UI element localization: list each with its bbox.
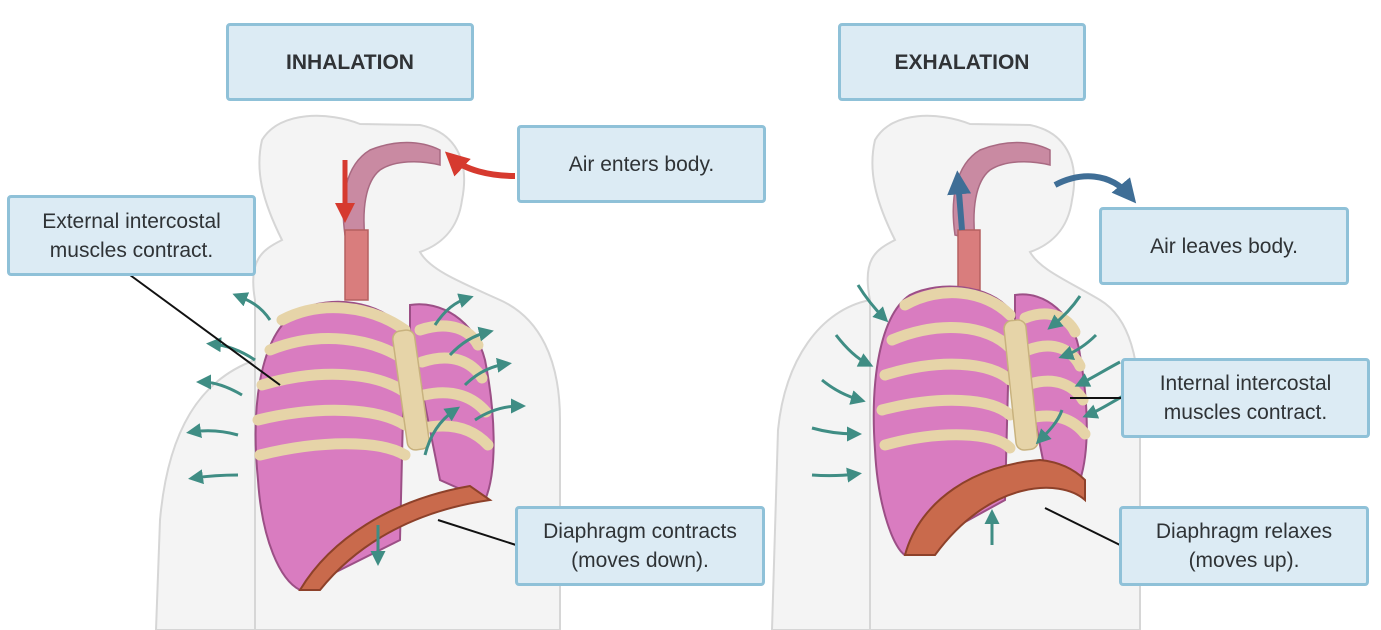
diaphragm-contracts-line1: Diaphragm contracts xyxy=(543,520,737,543)
chest-compression-arrows xyxy=(811,284,1126,483)
external-intercostal-line1: External intercostal xyxy=(42,209,221,233)
diaphragm-relaxes-line2: (moves up). xyxy=(1188,549,1300,572)
sternum-left xyxy=(392,329,430,451)
air-exhale-arrow xyxy=(1053,173,1137,204)
leader-diaphragm-relaxes xyxy=(1044,507,1121,546)
diaphragm-relaxes-label: Diaphragm relaxes (moves up). xyxy=(1119,506,1369,586)
diaphragm-relaxed xyxy=(903,458,1086,556)
trachea-left xyxy=(344,229,369,301)
air-enters-text: Air enters body. xyxy=(568,152,715,176)
exhalation-figure xyxy=(770,114,1141,630)
sternum-right xyxy=(1003,319,1039,451)
exhalation-title-text: EXHALATION xyxy=(894,50,1030,74)
air-leaves-label: Air leaves body. xyxy=(1099,207,1349,285)
trachea-right xyxy=(957,229,981,291)
ribs-right xyxy=(876,287,1091,454)
ribs-left xyxy=(252,302,494,461)
leader-external-intercostal xyxy=(129,274,281,386)
nasal-airway-left xyxy=(342,141,441,241)
external-intercostal-line2: muscles contract. xyxy=(49,238,214,262)
leader-diaphragm-contracts xyxy=(437,519,517,546)
internal-intercostal-line1: Internal intercostal xyxy=(1159,372,1332,395)
internal-intercostal-label: Internal intercostal muscles contract. xyxy=(1121,358,1370,438)
inhalation-title: INHALATION xyxy=(226,23,474,101)
inhalation-title-text: INHALATION xyxy=(286,50,414,74)
exhalation-title: EXHALATION xyxy=(838,23,1086,101)
right-lung-inhale xyxy=(409,303,495,502)
internal-intercostal-line2: muscles contract. xyxy=(1163,401,1328,424)
diaphragm-contracted xyxy=(298,484,493,591)
airway-flow-arrow-right xyxy=(947,170,972,231)
inhalation-figure xyxy=(129,114,561,630)
diaphragm-relaxes-line1: Diaphragm relaxes xyxy=(1155,520,1333,543)
diaphragm-contracts-label: Diaphragm contracts (moves down). xyxy=(515,506,765,586)
diaphragm-contracts-line2: (moves down). xyxy=(571,549,709,572)
external-intercostal-label: External intercostal muscles contract. xyxy=(7,195,256,276)
chest-expansion-arrows xyxy=(186,292,526,485)
air-leaves-text: Air leaves body. xyxy=(1150,234,1298,258)
air-inhale-arrow xyxy=(444,151,516,179)
air-enters-label: Air enters body. xyxy=(517,125,766,203)
